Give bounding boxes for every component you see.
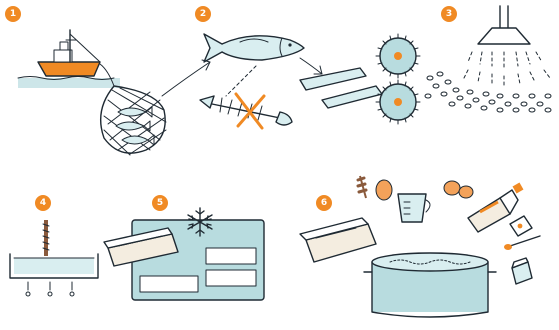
step-number-2: 2 (200, 9, 206, 19)
wheat-icon (358, 176, 366, 198)
step-badge-3: 3 (441, 6, 457, 22)
step-number-5: 5 (157, 198, 163, 208)
grinder-gear-bottom (376, 80, 420, 124)
step-badge-4: 4 (35, 195, 51, 211)
step-2-filleting-icon: 2 (195, 6, 322, 128)
salt-shaker-icon (512, 258, 532, 284)
step-badge-6: 6 (316, 195, 332, 211)
small-bottle-icon (510, 216, 532, 236)
step-4-pressing-icon: 4 (10, 195, 98, 296)
step-number-3: 3 (446, 9, 452, 19)
step-number-4: 4 (40, 198, 46, 208)
step-3-grinding-washing-icon: 3 (300, 6, 551, 124)
step-badge-1: 1 (5, 6, 21, 22)
step-5-freezing-icon: 5 (104, 195, 264, 300)
step-1-fishing-icon: 1 (5, 6, 210, 155)
cooking-pot-icon (364, 253, 496, 317)
measuring-cup-icon (398, 194, 430, 222)
step-6-cooking-icon: 6 (300, 176, 540, 317)
step-badge-5: 5 (152, 195, 168, 211)
step-badge-2: 2 (195, 6, 211, 22)
step-number-6: 6 (321, 198, 327, 208)
step-number-1: 1 (10, 9, 16, 19)
grinder-gear-top (376, 34, 420, 78)
